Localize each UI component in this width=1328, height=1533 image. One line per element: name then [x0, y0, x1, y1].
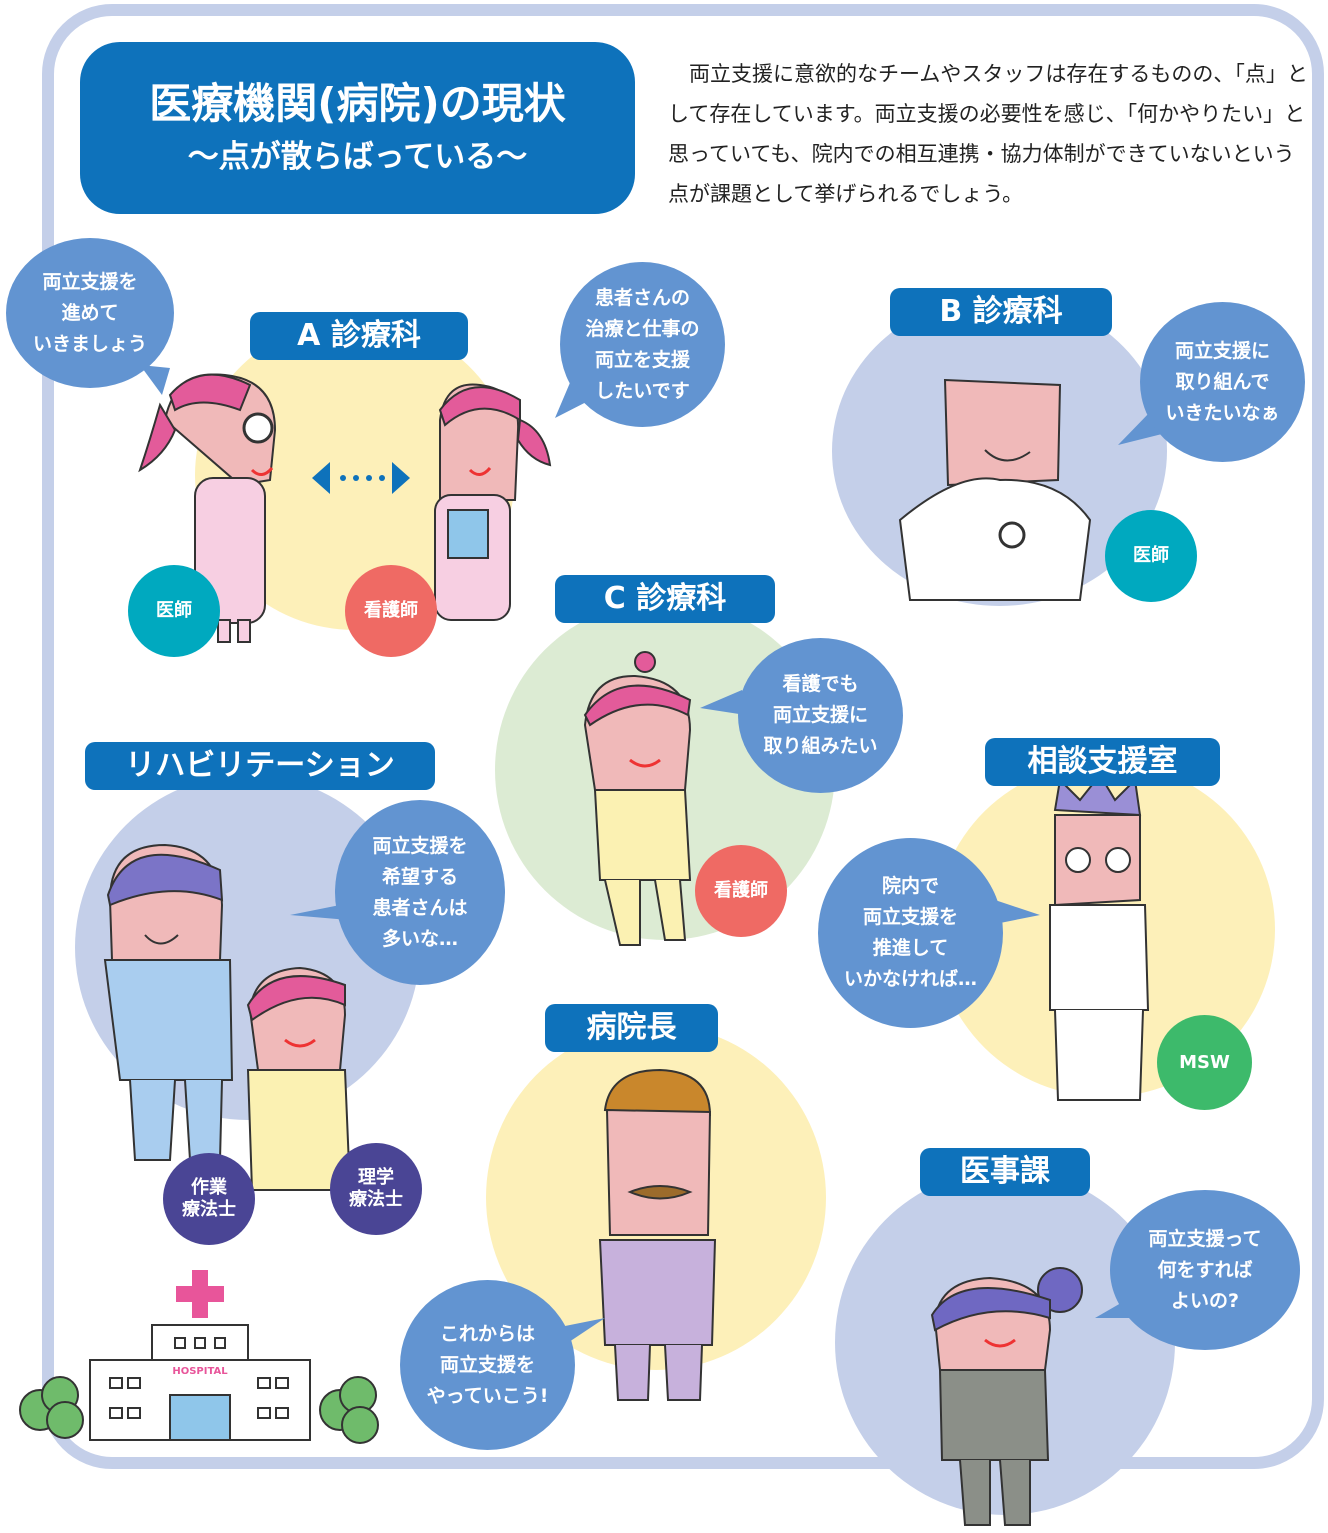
role-a-doctor: 医師 [128, 565, 220, 657]
bubble-msw: 院内で 両立支援を 推進して いかなければ… [818, 838, 1003, 1028]
label-b-dept: B 診療科 [890, 288, 1112, 336]
director-figure [598, 1068, 717, 1401]
msw-figure [1049, 773, 1150, 1101]
c-nurse-figure [583, 651, 692, 946]
tree-icon [19, 1376, 84, 1439]
bubble-a-doctor: 両立支援を 進めて いきましょう [6, 238, 174, 388]
bubble-rehab: 両立支援を 希望する 患者さんは 多いな… [335, 800, 505, 985]
intro-paragraph: 両立支援に意欲的なチームやスタッフは存在するものの、「点」として存在しています。… [668, 62, 1308, 206]
a-nurse-figure [434, 383, 552, 621]
page-subtitle: 〜点が散らばっている〜 [187, 139, 528, 175]
role-pt: 理学 療法士 [330, 1143, 422, 1235]
title-box: 医療機関(病院)の現状 〜点が散らばっている〜 [80, 42, 635, 214]
label-consult: 相談支援室 [985, 738, 1220, 786]
physical-therapist-figure [246, 966, 352, 1191]
double-arrow-icon [312, 462, 410, 494]
affairs-staff-figure [930, 1267, 1083, 1526]
bubble-a-nurse: 患者さんの 治療と仕事の 両立を支援 したいです [560, 262, 725, 427]
role-a-nurse: 看護師 [345, 565, 437, 657]
b-doctor-figure [898, 378, 1092, 601]
role-msw: MSW [1157, 1015, 1252, 1110]
hospital-sign-text: HOSPITAL [172, 1366, 228, 1377]
label-director: 病院長 [545, 1004, 718, 1052]
role-c-nurse: 看護師 [695, 845, 787, 937]
bubble-affairs: 両立支援って 何をすれば よいの? [1110, 1190, 1300, 1350]
label-c-dept: C 診療科 [555, 575, 775, 623]
bubble-director: これからは 両立支援を やっていこう! [400, 1280, 575, 1450]
role-b-doctor: 医師 [1105, 510, 1197, 602]
hospital-building-icon [89, 1270, 311, 1441]
role-ot: 作業 療法士 [163, 1153, 255, 1245]
bubble-b-doctor: 両立支援に 取り組んで いきたいなぁ [1140, 302, 1305, 462]
label-a-dept: A 診療科 [250, 312, 468, 360]
label-affairs: 医事課 [920, 1148, 1090, 1196]
tree-icon [319, 1376, 379, 1444]
occupational-therapist-figure [103, 843, 234, 1161]
label-rehab: リハビリテーション [85, 742, 435, 790]
bubble-c-nurse: 看護でも 両立支援に 取り組みたい [738, 638, 903, 793]
page-title: 医療機関(病院)の現状 [149, 79, 566, 128]
